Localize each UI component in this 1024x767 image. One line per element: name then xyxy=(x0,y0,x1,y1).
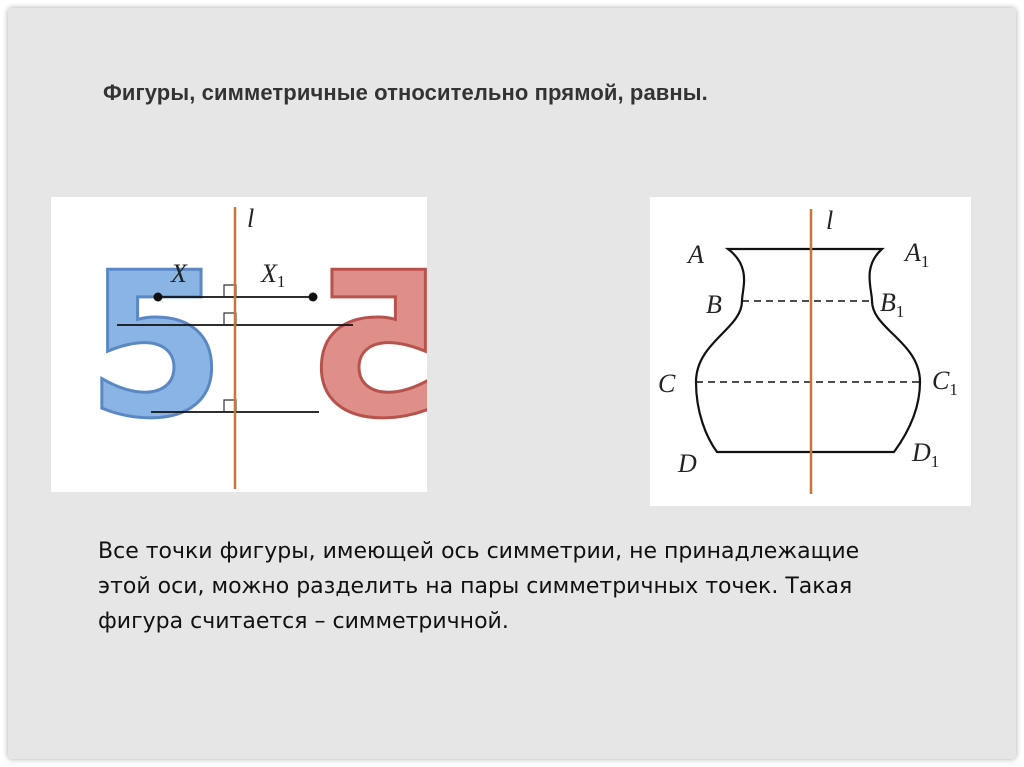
body-paragraph: Все точки фигуры, имеющей ось симметрии,… xyxy=(98,539,860,634)
svg-text:5: 5 xyxy=(307,230,427,463)
slide-title: Фигуры, симметричные относительно прямой… xyxy=(103,80,708,105)
svg-text:5: 5 xyxy=(86,230,225,463)
label-d1: D1 xyxy=(911,438,939,471)
label-c: C xyxy=(658,369,676,398)
label-b: B xyxy=(706,290,722,319)
figure-mirrored-five: 5 5 l X X1 xyxy=(51,197,427,492)
axis-label: l xyxy=(247,204,254,233)
label-b1: B1 xyxy=(880,288,904,321)
vase-symmetry-diagram: l A B C D A1 B1 C1 D1 xyxy=(658,206,958,494)
label-a1: A1 xyxy=(903,238,929,271)
label-c1: C1 xyxy=(932,366,958,399)
label-d: D xyxy=(677,449,697,478)
point-x1 xyxy=(308,292,318,302)
label-x1: X1 xyxy=(260,259,285,291)
figure-symmetric-vase: l A B C D A1 B1 C1 D1 xyxy=(650,197,971,506)
point-x xyxy=(153,292,163,302)
digit-five-original: 5 xyxy=(85,229,227,465)
digit-five-mirrored: 5 xyxy=(306,229,427,465)
vase-outline xyxy=(694,247,922,454)
label-x: X xyxy=(170,259,188,288)
five-symmetry-diagram: 5 5 l X X1 xyxy=(85,204,427,489)
axis-label: l xyxy=(826,206,833,235)
label-a: A xyxy=(686,240,704,269)
